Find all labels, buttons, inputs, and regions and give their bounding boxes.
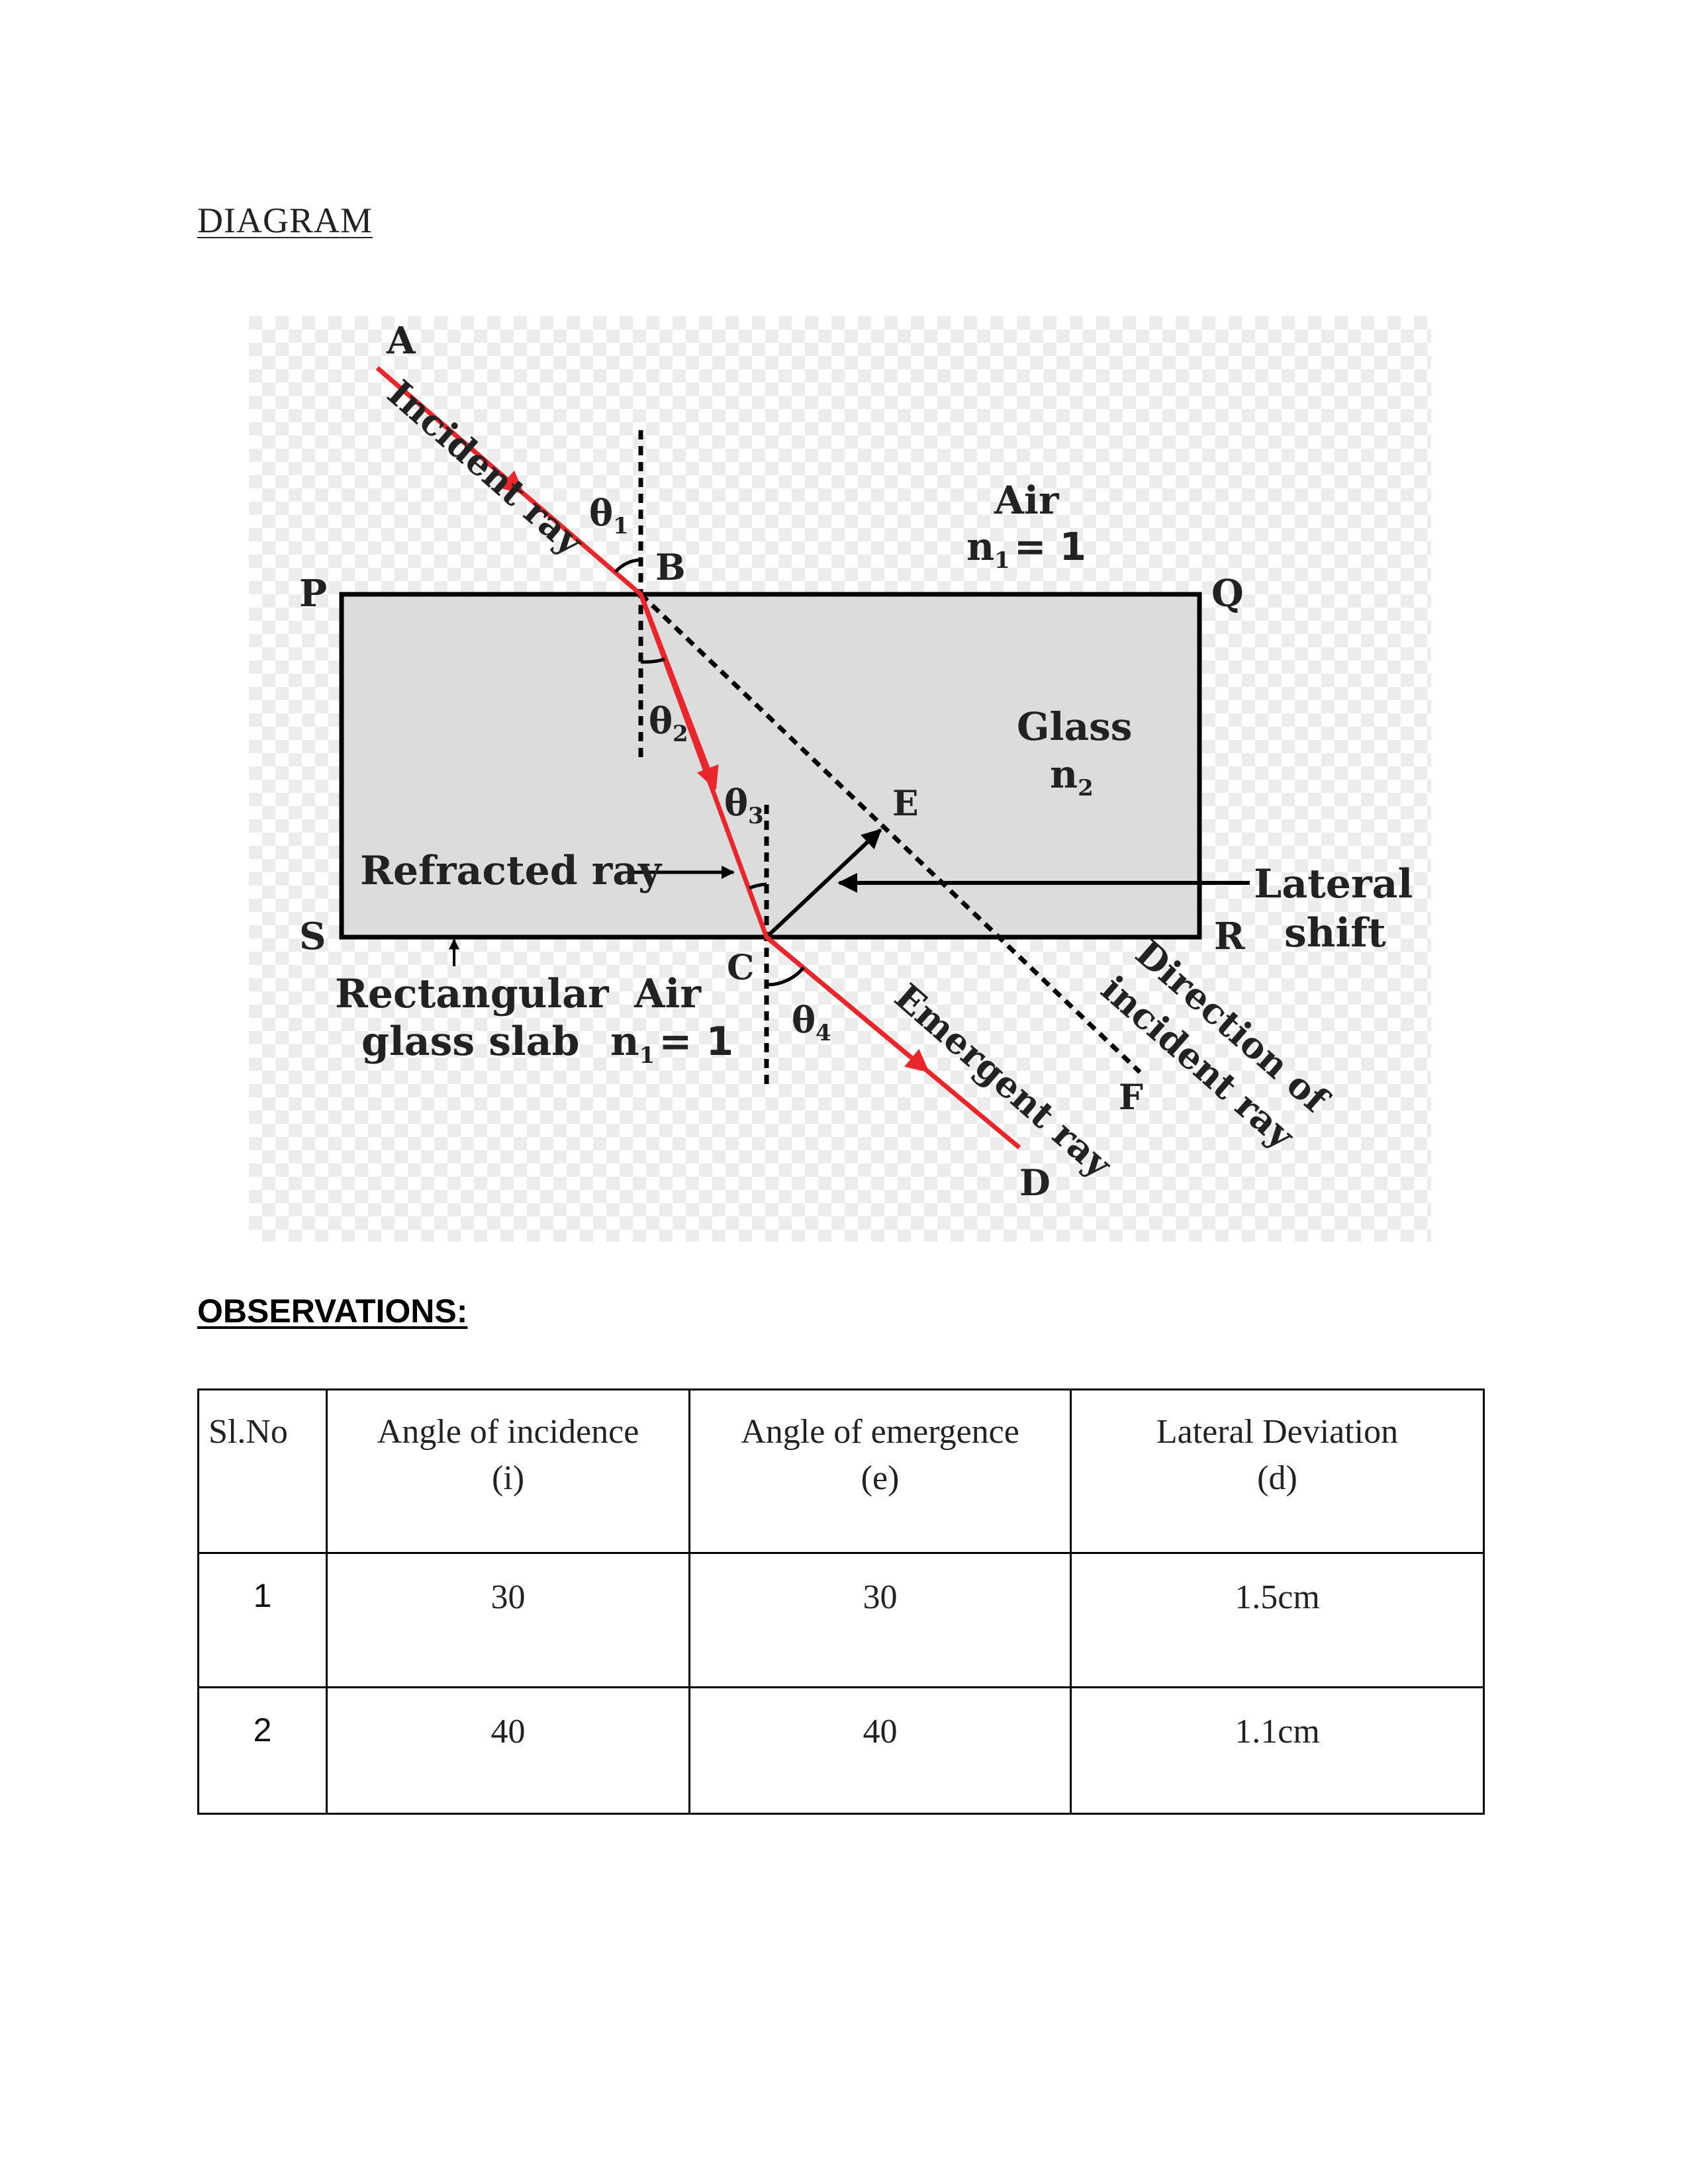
header-angle-emergence: Angle of emergence(e)	[688, 1388, 1072, 1554]
header-angle-incidence: Angle of incidence(i)	[326, 1388, 690, 1554]
theta1-arc	[614, 558, 641, 573]
observations-table: Sl.No Angle of incidence(i) Angle of eme…	[197, 1388, 1485, 1815]
air-bottom-label: Air	[633, 971, 702, 1017]
glass-slab	[339, 592, 1202, 940]
row-angle-emergence: 30	[688, 1552, 1072, 1688]
theta2-arc	[640, 657, 665, 664]
shift-label: shift	[1284, 910, 1386, 956]
row-lateral-deviation: 1.5cm	[1070, 1552, 1485, 1688]
theta3-arc	[749, 882, 767, 890]
theta3-label: θ3	[724, 782, 764, 829]
incident-ray-arrow	[375, 366, 524, 494]
label-d: D	[1019, 1161, 1051, 1204]
observations-heading: OBSERVATIONS:	[197, 1293, 468, 1330]
lateral-shift-perpendicular	[765, 828, 882, 939]
refraction-diagram: A B C D E F P Q R S θ1 θ2 θ3 θ4 Air n1= …	[249, 316, 1431, 1242]
glass-label: Glass	[1017, 704, 1132, 749]
label-e: E	[892, 784, 919, 824]
incident-direction-line	[639, 592, 1142, 1074]
n-top-label: n1= 1	[966, 524, 1086, 574]
row-sl-no: 2	[197, 1686, 328, 1815]
row-lateral-deviation: 1.1cm	[1070, 1686, 1485, 1815]
table-row: 1 30 30 1.5cm	[197, 1552, 1485, 1688]
n-glass-label: n2	[1050, 752, 1094, 801]
label-p: P	[299, 572, 327, 615]
lateral-label: Lateral	[1254, 861, 1413, 907]
slab-label-line1: Rectangular	[335, 971, 610, 1017]
row-sl-no: 1	[197, 1552, 328, 1688]
row-angle-incidence: 30	[326, 1552, 690, 1688]
table-header-row: Sl.No Angle of incidence(i) Angle of eme…	[197, 1388, 1485, 1554]
row-angle-emergence: 40	[688, 1686, 1072, 1815]
label-b: B	[655, 546, 686, 588]
label-a: A	[386, 319, 416, 363]
refracted-ray-arrow	[638, 593, 719, 790]
table-row: 2 40 40 1.1cm	[197, 1686, 1485, 1815]
refracted-ray-label: Refracted ray	[360, 848, 663, 894]
row-angle-incidence: 40	[326, 1686, 690, 1815]
emergent-ray-arrow	[765, 935, 930, 1073]
n-bottom-label: n1= 1	[610, 1019, 733, 1069]
theta4-label: θ4	[792, 999, 831, 1046]
theta1-label: θ1	[589, 492, 629, 539]
label-c: C	[727, 948, 754, 988]
diagram-heading: DIAGRAM	[197, 201, 373, 240]
header-sl-no: Sl.No	[197, 1388, 328, 1554]
label-s: S	[299, 915, 326, 958]
theta4-arc	[766, 966, 805, 987]
label-f: F	[1119, 1077, 1143, 1118]
theta2-label: θ2	[649, 700, 688, 747]
refraction-diagram-svg: A B C D E F P Q R S θ1 θ2 θ3 θ4 Air n1= …	[249, 316, 1431, 1242]
air-top-label: Air	[994, 478, 1060, 523]
label-r: R	[1214, 915, 1245, 958]
header-lateral-deviation: Lateral Deviation(d)	[1070, 1388, 1485, 1554]
label-q: Q	[1211, 572, 1244, 615]
slab-label-line2: glass slab	[361, 1019, 579, 1065]
